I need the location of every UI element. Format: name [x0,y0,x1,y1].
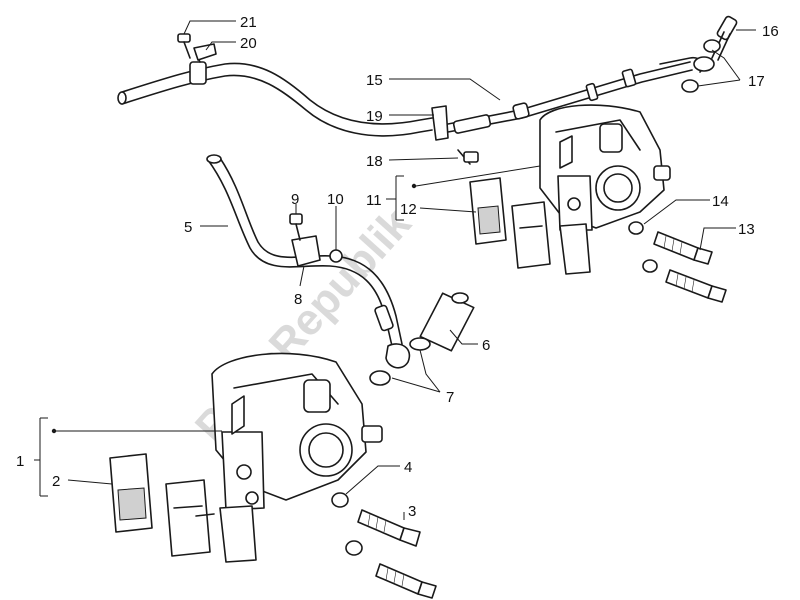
washers-7 [369,337,431,386]
banjo-bolt-16 [711,15,738,61]
clamp-20 [193,43,217,61]
callout-12: 12 [400,201,417,218]
leader-dot-1 [51,428,57,434]
bolt-21 [177,33,191,59]
callout-15: 15 [366,72,383,89]
banjo-bolt-6 [419,292,475,352]
callout-17: 17 [748,73,765,90]
callout-16: 16 [762,23,779,40]
callout-6: 6 [482,337,490,354]
upper-brake-pads-12 [469,177,591,275]
clamp-8 [291,235,321,267]
callout-1: 1 [16,453,24,470]
callout-19: 19 [366,108,383,125]
bleeder-screw-18 [457,149,479,165]
callout-4: 4 [404,459,412,476]
callout-2: 2 [52,473,60,490]
callout-13: 13 [738,221,755,238]
callout-labels: 21 20 15 19 18 16 17 11 12 14 13 9 10 5 … [16,14,779,520]
callout-11: 11 [366,192,382,209]
callout-18: 18 [366,153,383,170]
callout-20: 20 [240,35,257,52]
callout-9: 9 [291,191,299,208]
leader-dot-11 [411,183,417,189]
callout-10: 10 [327,191,344,208]
upper-caliper-11 [539,104,671,231]
callout-7: 7 [446,389,454,406]
brake-line-15 [447,56,704,134]
washers-4 [331,492,363,556]
callout-14: 14 [712,193,729,210]
nut-10 [329,249,343,263]
bolts-13 [653,231,727,303]
callout-8: 8 [294,291,302,308]
leader-lines [34,20,756,520]
screw-9 [289,213,303,241]
washers-14 [628,221,658,273]
callout-3: 3 [408,503,416,520]
washers-17-upper [681,39,721,93]
callout-21: 21 [240,14,257,31]
clip-19 [431,105,449,141]
bolts-3 [357,509,437,599]
lower-brake-pads-2 [109,453,257,563]
lower-caliper-1 [211,352,383,511]
callout-5: 5 [184,219,192,236]
upper-brake-hose [117,53,433,137]
